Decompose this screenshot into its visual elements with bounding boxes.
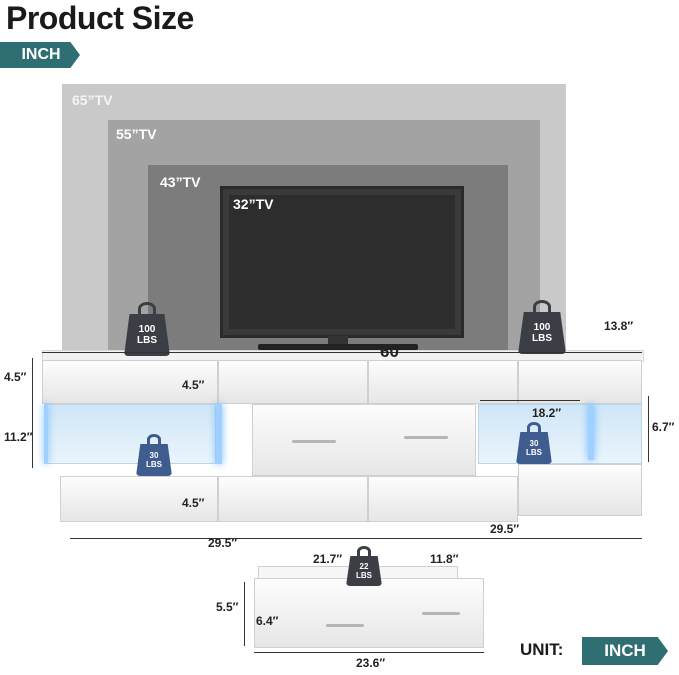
drawer-outer-height: 5.5″ [216,600,239,614]
shelf-width-line [480,400,580,401]
top-left-panel [42,360,218,404]
bottom-drawer-right [368,476,518,522]
top-drawer-left [218,360,368,404]
top-drawer-right [368,360,518,404]
width-line [42,352,642,353]
weight-unit: LBS [526,448,542,457]
unit-label: UNIT: [520,640,564,659]
drawer-inner-width: 21.7″ [313,552,343,566]
shelf-width-dimension: 18.2″ [532,406,562,420]
right-glass-shelf [478,404,642,464]
weight-30-left-icon: 30 LBS [136,434,172,476]
tv-43-label: 43”TV [160,174,201,190]
drawer-height-line [244,582,245,646]
height-top-dimension: 4.5″ [4,370,27,384]
weight-unit: LBS [137,335,157,346]
drawer-width: 23.6″ [356,656,386,670]
left-half-dimension: 29.5″ [208,536,238,550]
weight-value: 30 [529,439,539,448]
weight-30-right-icon: 30 LBS [516,422,552,464]
bottom-left-panel [60,476,218,522]
tv-32-screen [220,186,464,338]
drawer-handle-left [326,624,364,627]
shelf-height-dimension: 6.7″ [652,420,675,434]
drawer-width-line [254,652,484,653]
top-drawer-height: 4.5″ [182,378,205,392]
weight-100-right-icon: 100 LBS [518,300,566,354]
weight-value: 30 [149,451,159,460]
right-half-dimension: 29.5″ [490,522,520,536]
depth-dimension: 13.8″ [604,319,634,333]
tv-32-label: 32”TV [233,196,274,212]
drawer-handle-right [422,612,460,615]
bottom-drawer-height: 4.5″ [182,496,205,510]
bottom-right-panel [518,464,642,516]
left-led-strip [44,404,48,464]
drawer-depth: 11.8″ [430,552,459,566]
weight-unit: LBS [532,333,552,344]
bottom-width-line [70,538,642,539]
height-line [32,358,33,468]
tv-55-label: 55”TV [116,126,157,142]
page-title: Product Size [6,0,194,36]
weight-100-left-icon: 100 LBS [124,302,170,356]
right-led-strip [588,404,594,460]
tv-base [258,344,418,350]
height-mid-dimension: 11.2″ [4,430,33,444]
left-glass-shelf [44,404,216,464]
tv-65-label: 65”TV [72,92,113,108]
middle-drawer-handle-left [292,440,336,443]
top-right-panel [518,360,642,404]
middle-drawer-handle-right [404,436,448,439]
weight-unit: LBS [146,460,162,469]
weight-value: 100 [533,322,551,333]
weight-unit: LBS [356,571,372,580]
weight-22-icon: 22 LBS [346,546,382,586]
left-led-strip-inner [216,404,222,464]
bottom-drawer-left [218,476,368,522]
shelf-height-line [648,396,649,462]
unit-badge-top: INCH [0,42,80,68]
width-dimension: 60″ [380,342,408,361]
weight-value: 22 [359,562,369,571]
unit-badge: INCH [582,637,668,665]
weight-value: 100 [138,324,156,335]
tv-neck [328,336,348,346]
middle-drawer [252,404,476,476]
drawer-inner-height: 6.4″ [256,614,279,628]
